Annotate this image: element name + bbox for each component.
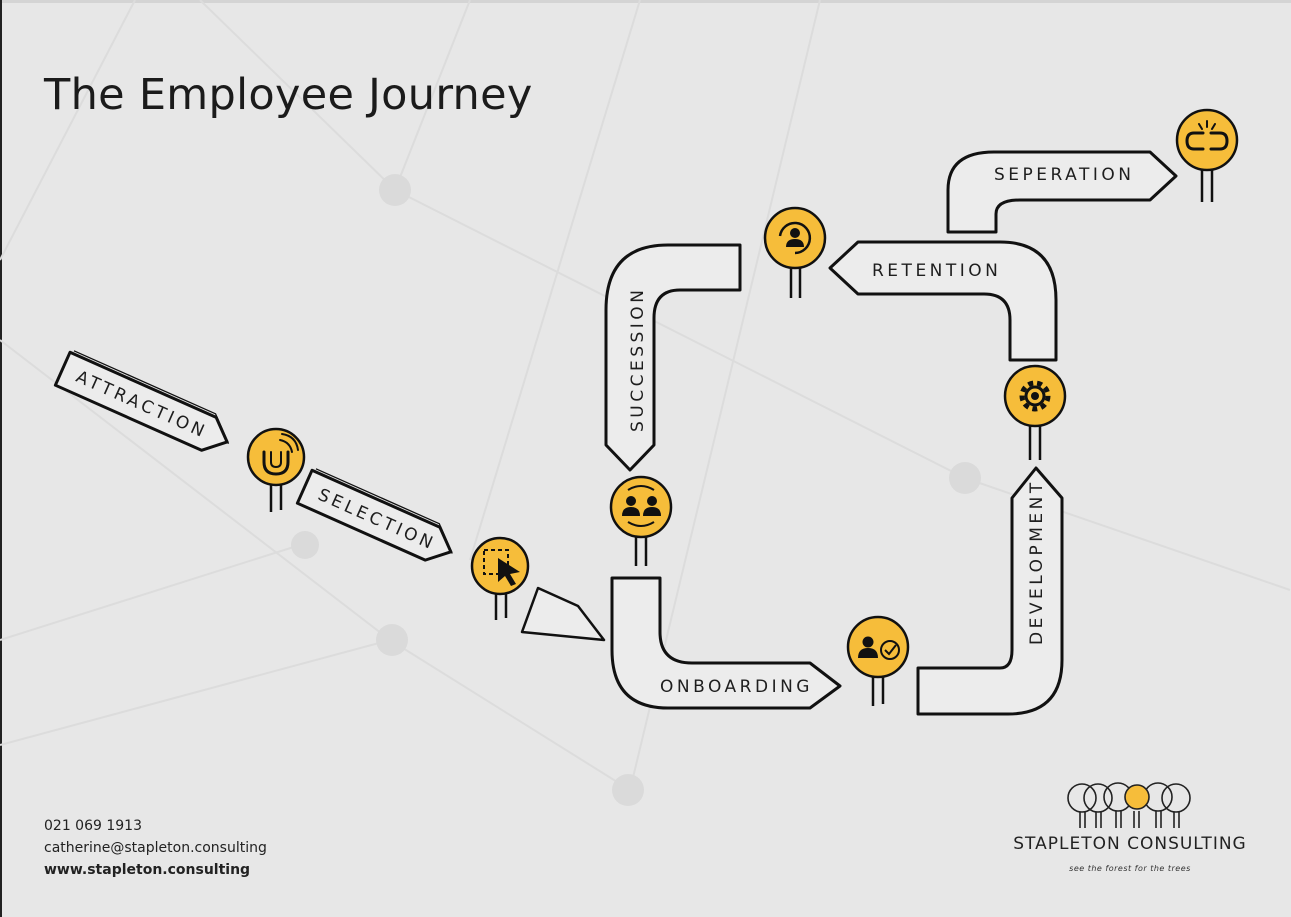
broken-link-icon: [1185, 120, 1229, 151]
milestone-retention: [763, 206, 827, 298]
milestone-selection: [470, 536, 530, 620]
milestone-onboarding: [846, 615, 910, 706]
connector-arrow: [520, 586, 606, 642]
contact-email[interactable]: catherine@stapleton.consulting: [44, 840, 267, 856]
stage-label-separation: SEPERATION: [994, 165, 1134, 185]
selection-arrow: SELECTION: [295, 468, 453, 562]
person-cycle-icon: [778, 221, 812, 255]
stage-label-development: DEVELOPMENT: [1027, 479, 1047, 645]
stage-label-onboarding: ONBOARDING: [660, 677, 813, 697]
contact-phone: 021 069 1913: [44, 818, 142, 834]
brand-tagline: see the forest for the trees: [1069, 864, 1191, 873]
stage-label-succession: SUCCESSION: [628, 287, 648, 432]
separation-arrow: [946, 150, 1178, 234]
top-rule: [0, 0, 1291, 3]
page-title: The Employee Journey: [44, 70, 533, 120]
milestone-succession: [609, 475, 673, 566]
magnet-icon: [262, 433, 299, 476]
development-arrow: [916, 466, 1064, 716]
background-nodes: [291, 174, 981, 806]
gear-icon: [1019, 380, 1051, 412]
people-swap-icon: [622, 485, 661, 527]
milestone-attraction: [246, 427, 306, 512]
milestone-development: [1003, 364, 1067, 460]
onboarding-arrow: [610, 576, 842, 710]
person-check-icon: [858, 636, 900, 660]
succession-arrow: [604, 243, 742, 472]
retention-arrow: [828, 240, 1058, 362]
contact-website[interactable]: www.stapleton.consulting: [44, 862, 251, 878]
brand-name: STAPLETON CONSULTING: [1013, 834, 1247, 854]
stage-label-retention: RETENTION: [872, 261, 1001, 281]
cursor-select-icon: [483, 549, 520, 586]
left-rule: [0, 0, 2, 917]
tree-logo-icon: [1067, 782, 1191, 828]
milestone-separation: [1175, 108, 1239, 202]
contact-block: 021 069 1913 catherine@stapleton.consult…: [44, 815, 267, 881]
